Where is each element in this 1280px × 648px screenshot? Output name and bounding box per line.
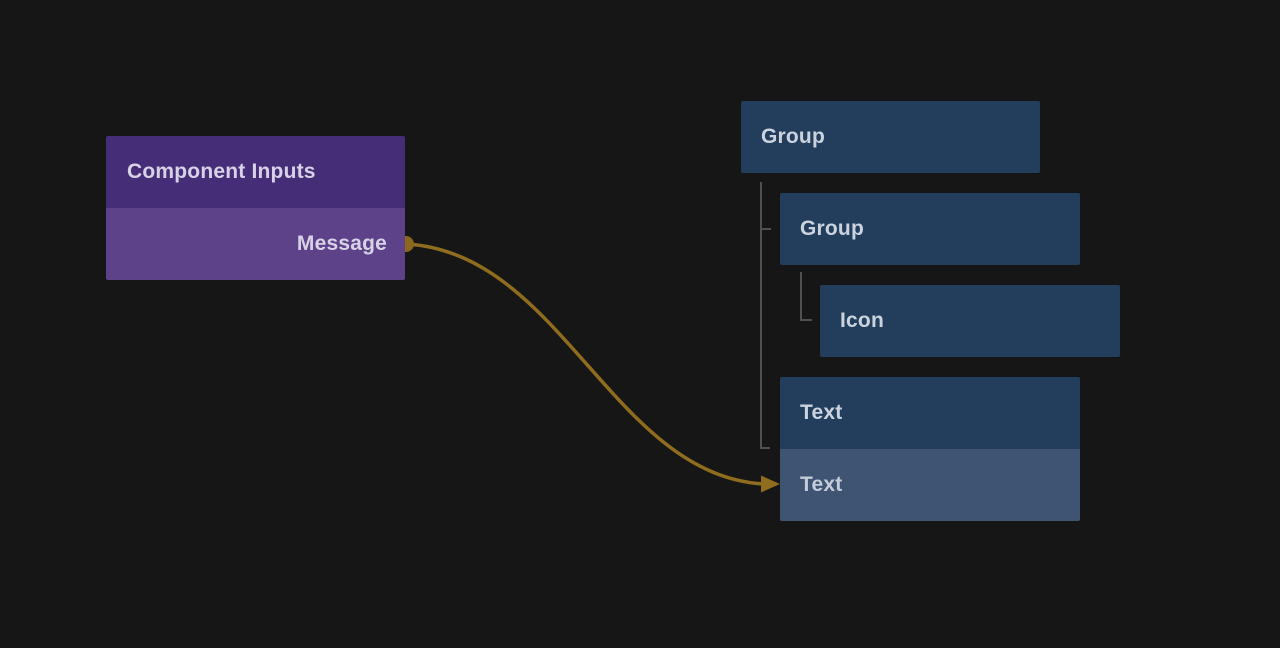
output-row-message-label: Message [296,232,387,255]
node-text-label: Text [800,401,843,424]
node-text[interactable]: Text Text [780,377,1080,521]
node-icon-row: Icon [820,285,1120,357]
component-inputs-header[interactable]: Component Inputs [106,136,405,208]
tree-connector-group2-icon [800,272,812,321]
node-text-input-row-label: Text [800,473,843,496]
node-text-header[interactable]: Text [780,377,1080,449]
node-group-2[interactable]: Group [780,193,1080,265]
node-text-input-row[interactable]: Text [780,449,1080,521]
component-inputs-title: Component Inputs [127,160,316,183]
node-group-2-row: Group [780,193,1080,265]
node-group-2-label: Group [800,217,864,240]
node-group-1-row: Group [741,101,1040,173]
component-inputs-node[interactable]: Component Inputs Message [106,136,405,280]
wire-arrowhead-icon [761,475,780,493]
node-group-1[interactable]: Group [741,101,1040,173]
node-group-1-label: Group [761,125,825,148]
tree-connector-group1-children [760,182,771,449]
node-icon[interactable]: Icon [820,285,1120,357]
wire-message-to-text[interactable] [406,242,764,486]
output-row-message[interactable]: Message [106,208,405,280]
node-icon-label: Icon [840,309,884,332]
